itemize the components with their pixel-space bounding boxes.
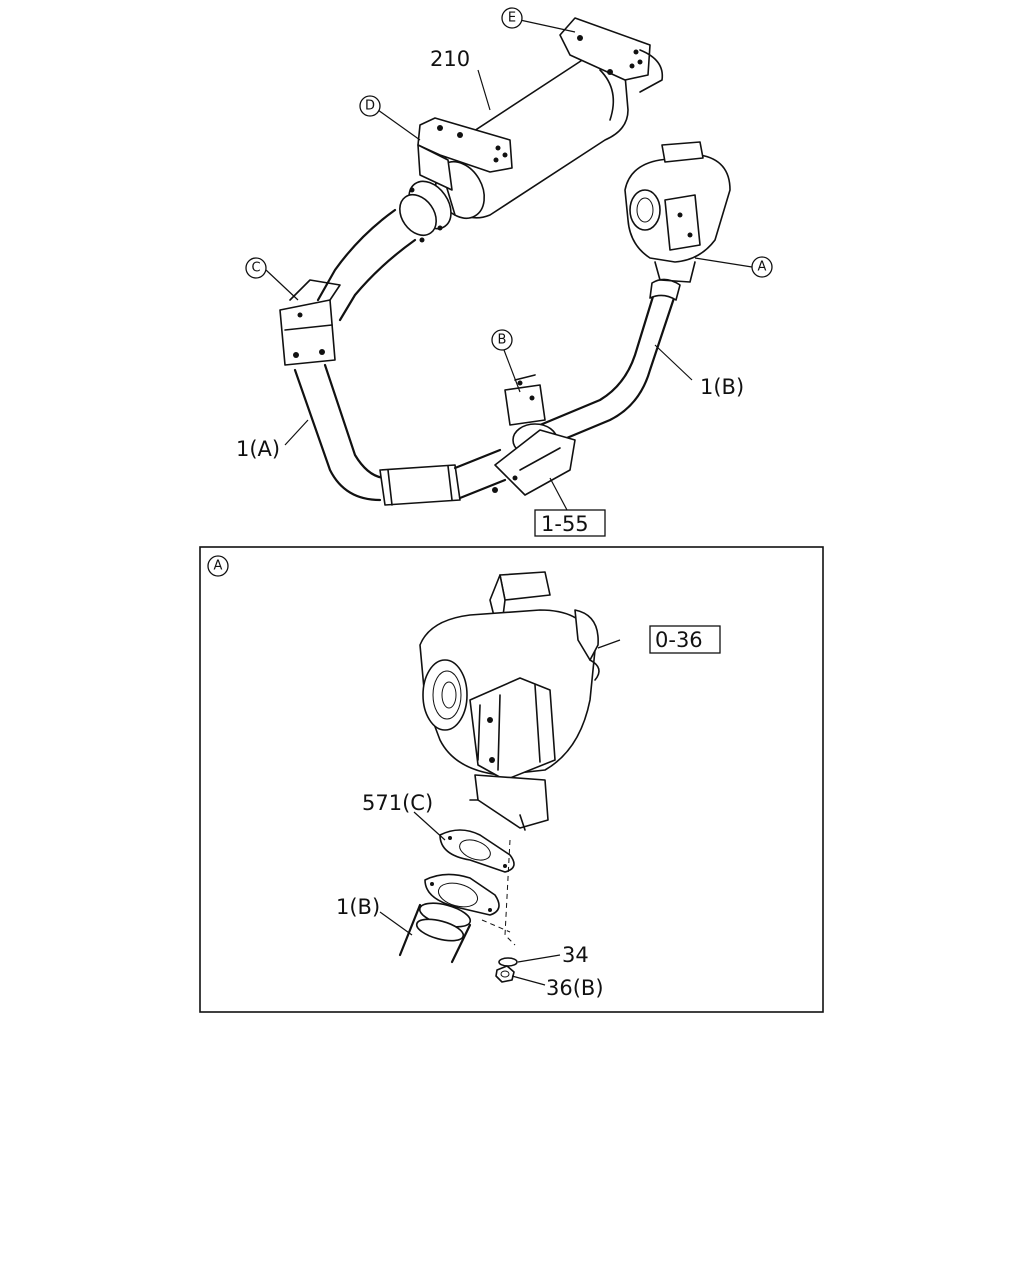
callout-b: B [491,329,513,351]
callout-a: A [751,256,773,278]
svg-text:B: B [498,333,507,348]
label-1b-detail: 1(B) [336,895,380,919]
label-1b-top: 1(B) [700,375,744,399]
callout-d: D [359,95,381,117]
flange-joint [399,180,452,243]
callout-detail-a: A [207,555,229,577]
label-36b: 36(B) [546,976,604,1000]
pipe-1b-flange [398,873,500,964]
turbocharger-large [419,571,600,831]
callout-e: E [501,7,523,29]
svg-text:E: E [508,11,516,26]
svg-text:A: A [214,559,223,574]
detail-panel-a: A [199,546,824,1013]
bracket-e [559,17,664,93]
svg-text:1-55: 1-55 [541,512,589,536]
top-assembly: E D C B A 210 1(A) 1(B) 1-55 [236,7,773,537]
label-1a: 1(A) [236,437,280,461]
turbocharger-small [624,141,731,283]
svg-text:0-36: 0-36 [655,628,703,652]
label-34: 34 [562,943,589,967]
label-210: 210 [430,47,470,71]
bracket-d [417,117,513,191]
svg-text:C: C [251,261,260,276]
component-1-55 [492,429,576,496]
svg-text:D: D [365,99,375,114]
bracket-c [279,279,341,366]
pipe-1b [538,278,681,447]
ref-box-1-55[interactable]: 1-55 [534,509,606,537]
callout-c: C [245,257,267,279]
svg-text:A: A [758,260,767,275]
gasket-571c [439,829,515,873]
washer-34 [498,957,518,967]
nut-36b [495,965,515,983]
label-571c: 571(C) [362,791,433,815]
pipe-1a [293,208,507,506]
ref-box-0-36[interactable]: 0-36 [649,625,721,654]
